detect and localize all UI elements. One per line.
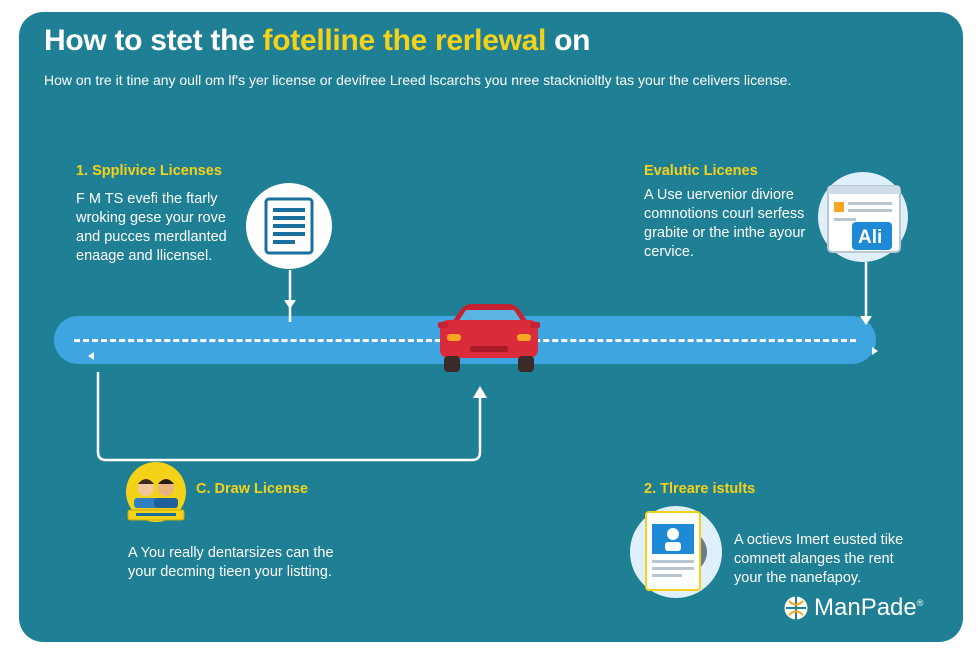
globe-logo-icon — [783, 595, 809, 621]
document-person-icon — [630, 506, 722, 598]
step-heading-bottom-right: 2. Tlreare istults — [644, 481, 756, 497]
step-heading-top-right: Evalutic Licenes — [644, 163, 758, 179]
subtitle: How on tre it tine any oull om lf's yer … — [44, 72, 792, 88]
page-title: How to stet the fotelline the rerlewal o… — [44, 24, 591, 57]
ai-label: Ali — [858, 227, 883, 248]
people-badge-icon — [126, 462, 186, 522]
logo-text: ManPade — [814, 594, 917, 621]
step-text-bottom-right: A octievs Imert eusted tike comnett alan… — [734, 532, 904, 586]
step-heading-top-left: 1. Spplivice Licenses — [76, 163, 222, 179]
step-text-top-right: A Use uervenior diviore comnotions courl… — [644, 187, 806, 260]
document-list-icon — [246, 183, 332, 269]
logo-registered-mark: ® — [916, 598, 924, 608]
browser-ai-icon: Ali — [818, 172, 908, 262]
step-text-top-left: F M TS evefi the ftarly wroking gese you… — [76, 191, 227, 264]
step-text-bottom-left: A You really dentarsizes can the your de… — [128, 545, 334, 580]
step-heading-bottom-left: C. Draw License — [196, 481, 309, 497]
brand-logo: ManPade ® — [782, 594, 923, 622]
